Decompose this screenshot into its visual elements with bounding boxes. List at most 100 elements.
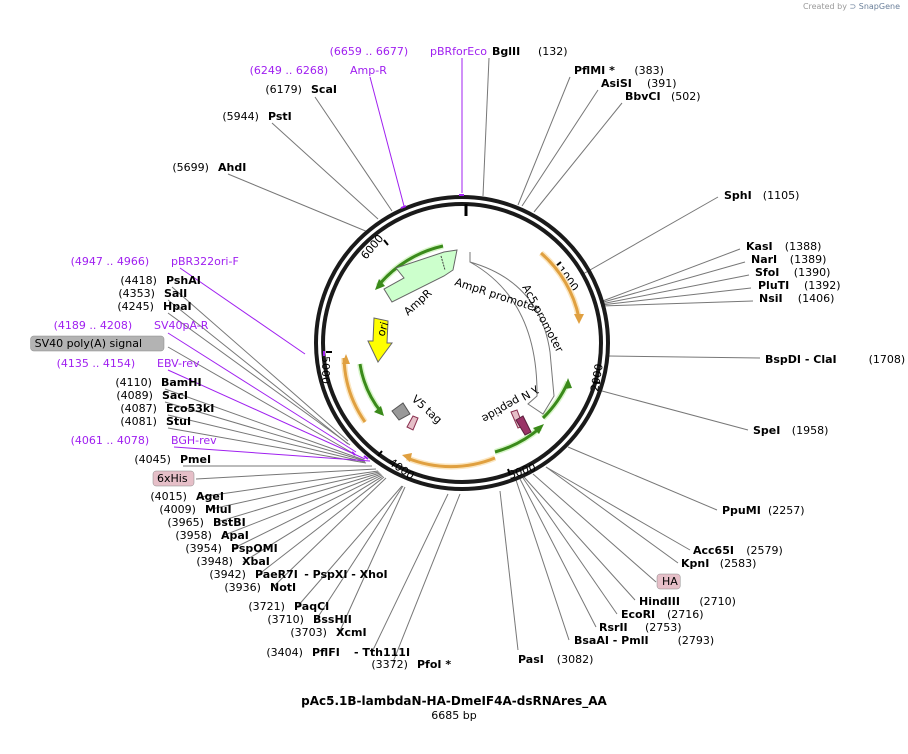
leader-line-r-0 xyxy=(482,57,490,197)
primer-range-11: (4135 .. 4154) xyxy=(57,357,136,370)
site-name-13: SacI xyxy=(162,389,188,402)
leader-line-19 xyxy=(199,470,379,498)
feature-arcs xyxy=(341,243,584,470)
site-name-r-8: PluTI xyxy=(758,279,789,292)
site-pos-29: (3703) xyxy=(290,626,327,639)
leader-line-r-13 xyxy=(545,466,691,551)
leader-line-r-12 xyxy=(567,446,718,511)
site-name-r-2: AsiSI xyxy=(601,77,632,90)
leader-line-24 xyxy=(242,475,384,563)
leader-line-30 xyxy=(372,493,449,651)
site-pos-15: (4081) xyxy=(120,415,157,428)
leader-line-5 xyxy=(179,267,306,355)
site-name-29: XcmI xyxy=(336,626,367,639)
site-name-r-1: PflMI * xyxy=(574,64,615,77)
site-pos-r-5: (1388) xyxy=(785,240,822,253)
leader-line-4 xyxy=(227,173,369,233)
site-pos-14: (4087) xyxy=(120,402,157,415)
feature-box-18 xyxy=(152,470,195,487)
site-name-r-19: BsaAI - PmlI xyxy=(574,634,649,647)
feature-box-r-15 xyxy=(656,573,681,590)
site-pos-r-18: (2753) xyxy=(645,621,682,634)
site-pos-r-9: (1406) xyxy=(798,292,835,305)
site-pos-r-6: (1389) xyxy=(790,253,827,266)
site-pos-19: (4015) xyxy=(150,490,187,503)
leader-line-23 xyxy=(231,474,383,550)
site-name-12: BamHI xyxy=(161,376,202,389)
leader-line-r-4 xyxy=(582,196,719,275)
site-name-26: NotI xyxy=(270,581,296,594)
feature-label-r-15: HA xyxy=(662,575,678,588)
site-pos-20: (4009) xyxy=(159,503,196,516)
credit-brand: SnapGene xyxy=(858,2,900,11)
site-name-31: PfoI * xyxy=(417,658,451,671)
site-pos-4: (5699) xyxy=(172,161,209,174)
primer-range-5: (4947 .. 4966) xyxy=(71,255,150,268)
tick-label-2000: 2000 xyxy=(588,363,606,393)
leader-line-15 xyxy=(167,427,367,464)
leader-lines xyxy=(164,57,761,663)
leader-line-25 xyxy=(257,476,385,576)
leader-line-r-10 xyxy=(607,355,761,359)
site-name-r-17: EcoRI xyxy=(621,608,655,621)
leader-line-r-5 xyxy=(599,248,741,303)
site-name-21: BstBI xyxy=(213,516,246,529)
site-name-20: MluI xyxy=(205,503,232,516)
site-name-28: BssHII xyxy=(313,613,352,626)
site-name-3: PstI xyxy=(268,110,292,123)
site-name-r-0: BglII xyxy=(492,45,520,58)
primer-range-0: (6659 .. 6677) xyxy=(330,45,409,58)
leader-line-22 xyxy=(221,473,382,537)
site-pos-31: (3372) xyxy=(371,658,408,671)
site-name-r-11: SpeI xyxy=(753,424,780,437)
primer-range-16: (4061 .. 4078) xyxy=(71,434,150,447)
leader-line-r-7 xyxy=(600,274,750,305)
lambda-n-peptide-shape xyxy=(515,415,532,436)
leader-line-r-16 xyxy=(523,476,636,601)
tick-label-3000: 3000 xyxy=(507,461,538,482)
site-name-19: AgeI xyxy=(196,490,224,503)
leader-line-28 xyxy=(315,485,404,621)
site-pos-r-3: (502) xyxy=(671,90,701,103)
leader-line-r-19 xyxy=(515,479,570,641)
leader-line-18 xyxy=(195,468,377,480)
snapgene-credit: Created by ⊃ SnapGene xyxy=(803,2,900,11)
site-name-r-12: PpuMI xyxy=(722,504,761,517)
site-name-r-20: PasI xyxy=(518,653,544,666)
site-pos-25: (3942) xyxy=(209,568,246,581)
site-name-22: ApaI xyxy=(221,529,249,542)
site-name-r-13: Acc65I xyxy=(693,544,734,557)
site-pos-r-2: (391) xyxy=(647,77,677,90)
site-pos-24: (3948) xyxy=(196,555,233,568)
leader-line-21 xyxy=(213,472,381,524)
site-name-r-3: BbvCI xyxy=(625,90,661,103)
leader-line-r-1 xyxy=(517,76,571,206)
feature-box-10 xyxy=(30,335,165,352)
leader-line-8 xyxy=(167,312,351,446)
feature-arrows xyxy=(367,249,555,436)
credit-prefix: Created by xyxy=(802,2,847,11)
leader-line-r-17 xyxy=(522,477,618,615)
site-pos-21: (3965) xyxy=(167,516,204,529)
site-pos-r-11: (1958) xyxy=(792,424,829,437)
leader-line-1 xyxy=(369,76,405,207)
site-name-24: XbaI xyxy=(242,555,270,568)
site-pos-r-8: (1392) xyxy=(804,279,841,292)
primer-name-0: pBRforEco xyxy=(430,45,487,58)
site-extra-30: - Tth111I xyxy=(354,646,410,659)
site-pos-r-12: (2257) xyxy=(768,504,805,517)
backbone-ring-inner xyxy=(321,202,603,484)
leader-line-16 xyxy=(173,446,371,462)
leader-line-31 xyxy=(392,493,461,663)
site-pos-r-1: (383) xyxy=(634,64,664,77)
site-pos-3: (5944) xyxy=(222,110,259,123)
site-labels: pBRforEco(6659 .. 6677)Amp-R(6249 .. 626… xyxy=(30,45,905,671)
leader-line-29 xyxy=(338,486,406,634)
site-name-r-18: RsrII xyxy=(599,621,628,634)
primer-range-1: (6249 .. 6268) xyxy=(250,64,329,77)
plasmid-name: pAc5.1B-lambdaN-HA-DmeIF4A-dsRNAres_AA xyxy=(301,694,607,708)
tick-label-5000: 5000 xyxy=(319,356,332,384)
leader-line-r-3 xyxy=(533,102,623,213)
leader-line-26 xyxy=(271,477,387,589)
site-name-7: SalI xyxy=(164,287,187,300)
